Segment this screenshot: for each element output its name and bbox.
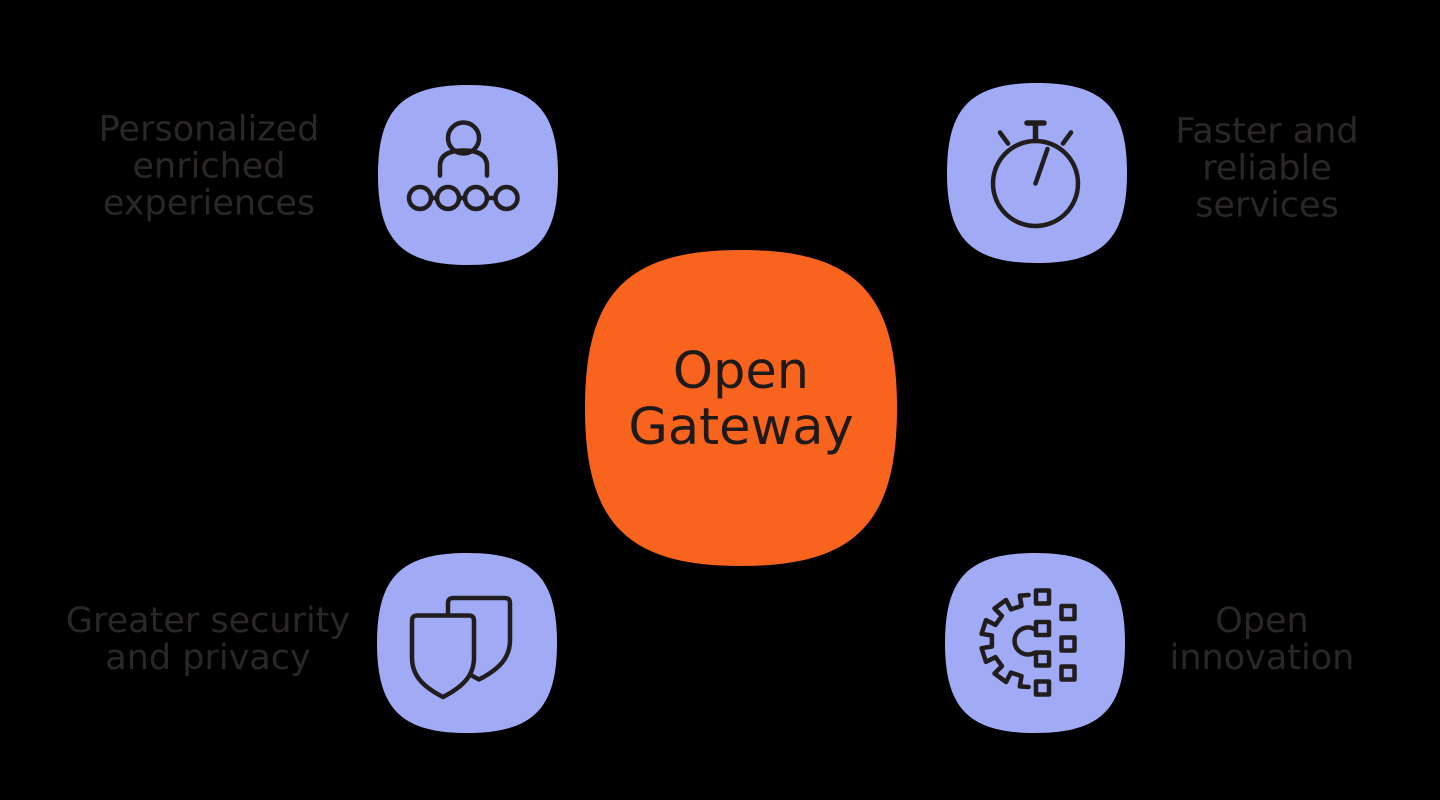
label-line: Personalized (98, 109, 320, 150)
person-network-icon (406, 120, 520, 212)
shield-strokes (409, 595, 513, 700)
center-shape (585, 250, 897, 566)
data-square (1033, 650, 1052, 668)
tile-personalized-experiences (378, 85, 558, 265)
label-line: services (1195, 185, 1339, 226)
tile-security-privacy (377, 553, 557, 733)
person-head (445, 120, 482, 156)
label-open-innovation: Open innovation (1170, 603, 1355, 677)
double-shield-icon (409, 595, 513, 700)
data-square (1033, 679, 1052, 697)
open-gateway-title: Open Gateway (628, 344, 853, 456)
center-squircle (585, 250, 897, 566)
chain-node (434, 184, 462, 212)
tile-shape (378, 85, 558, 265)
label-line: reliable (1202, 148, 1332, 189)
tile-open-innovation (945, 553, 1125, 733)
gear-data-icon (979, 588, 1077, 697)
stopwatch-strokes (990, 120, 1081, 229)
title-line: Gateway (628, 398, 854, 457)
label-line: Greater security (65, 601, 351, 641)
stopwatch-icon (990, 120, 1081, 229)
data-square (1059, 664, 1077, 682)
tile-squircle (945, 553, 1125, 733)
data-square (1033, 619, 1052, 638)
title-line: Open (672, 342, 810, 401)
person-shoulders (437, 148, 490, 178)
stopwatch-tick-right (1060, 130, 1074, 146)
chain-node (462, 184, 490, 212)
stopwatch-hand (1033, 146, 1050, 186)
label-line: Faster and (1175, 111, 1359, 152)
tile-squircle (378, 85, 558, 265)
tile-faster-services (947, 83, 1127, 263)
stopwatch-tick-left (997, 130, 1011, 146)
gear-data-strokes (979, 588, 1077, 697)
half-gear (979, 592, 1031, 690)
label-line: Open (1215, 601, 1309, 641)
label-line: and privacy (105, 638, 311, 678)
data-square (1059, 635, 1077, 653)
tile-shape (945, 553, 1125, 733)
open-gateway-tile: Open Gateway (585, 250, 897, 566)
data-square (1033, 588, 1052, 606)
label-line: innovation (1169, 638, 1355, 678)
data-square (1059, 603, 1077, 622)
label-security-privacy: Greater security and privacy (66, 603, 350, 677)
shield-front (409, 613, 477, 700)
label-faster-services: Faster and reliable services (1175, 111, 1359, 226)
person-network-strokes (406, 120, 520, 212)
label-personalized-experiences: Personalized enriched experiences (98, 109, 320, 224)
gear-inner-arc (1012, 625, 1038, 657)
label-line: experiences (102, 183, 316, 224)
chain-node (493, 184, 520, 212)
label-line: enriched (132, 146, 286, 187)
chain-node (406, 184, 434, 212)
shield-back (445, 595, 513, 682)
